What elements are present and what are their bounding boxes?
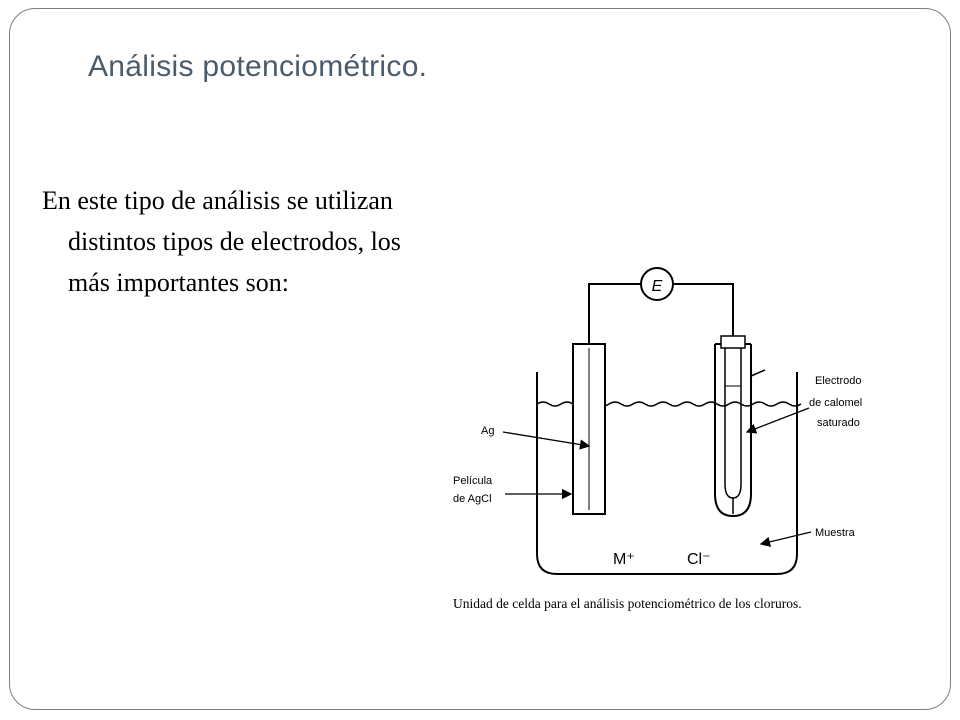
ion-anion: Cl⁻ bbox=[687, 551, 711, 568]
label-pelicula-1: Película bbox=[453, 475, 493, 487]
wire-right bbox=[673, 283, 734, 336]
meter-label: E bbox=[652, 278, 663, 295]
figure-caption: Unidad de celda para el análisis potenci… bbox=[453, 596, 802, 611]
label-pelicula-2: de AgCl bbox=[453, 493, 492, 505]
label-ag: Ag bbox=[481, 425, 494, 437]
electrochemical-cell-figure: E M⁺ Cl⁻ Ag Película de AgCl Electrodo d… bbox=[425, 236, 925, 616]
voltmeter: E bbox=[640, 267, 674, 301]
label-muestra: Muestra bbox=[815, 527, 856, 539]
slide-title: Análisis potenciométrico. bbox=[88, 50, 428, 83]
ion-cation: M⁺ bbox=[613, 551, 635, 568]
beaker bbox=[536, 372, 798, 575]
label-electrodo-1: Electrodo bbox=[815, 375, 861, 387]
body-text: En este tipo de análisis se utilizan dis… bbox=[42, 186, 401, 297]
cell-diagram: E M⁺ Cl⁻ Ag Película de AgCl Electrodo d… bbox=[453, 267, 862, 611]
slide-frame bbox=[9, 8, 951, 710]
label-electrodo-2: de calomel bbox=[809, 397, 862, 409]
calomel-electrode bbox=[714, 335, 766, 518]
wire-left bbox=[588, 283, 641, 344]
label-electrodo-3: saturado bbox=[817, 417, 860, 429]
